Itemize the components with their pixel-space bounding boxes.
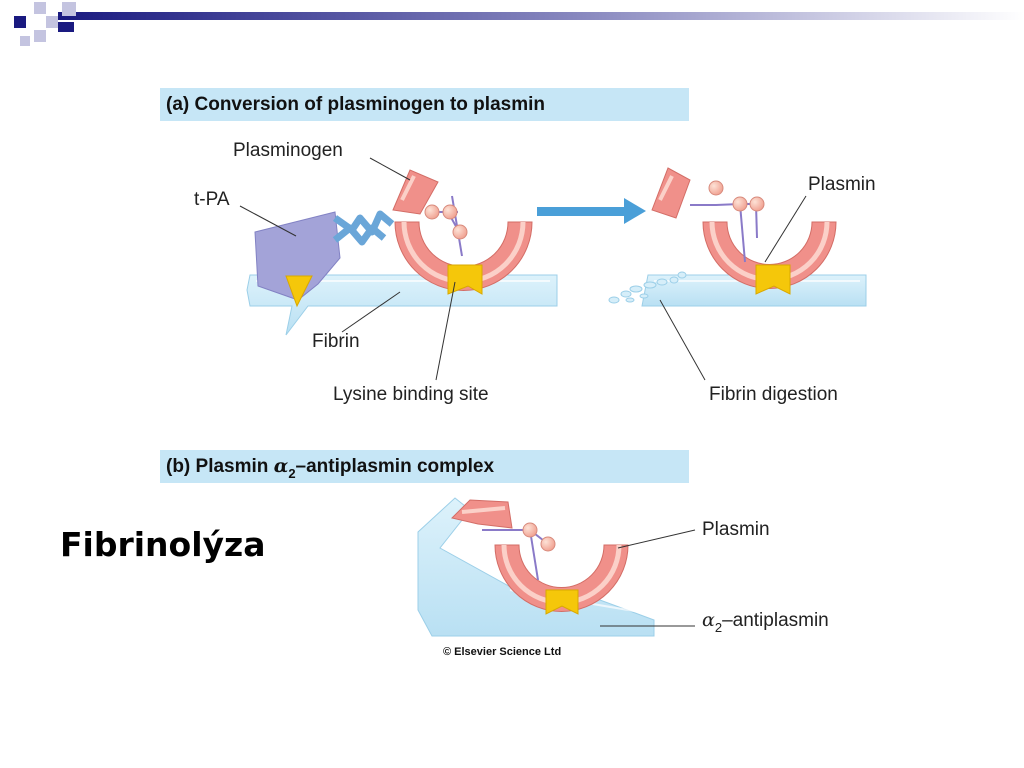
title-bar-decoration — [14, 2, 1024, 46]
fibrin-strip-right — [608, 271, 867, 307]
label-fibrin: Fibrin — [312, 331, 360, 352]
fibrin-digestion-leader — [659, 299, 706, 381]
plasmin-molecule-a — [651, 167, 837, 295]
label-antiplasmin-alpha: α — [702, 609, 715, 631]
leader-lines-b — [600, 529, 696, 627]
panel-b-header-alpha: α — [273, 455, 289, 477]
label-plasmin-b: Plasmin — [702, 519, 770, 540]
panel-b-header-suffix: –antiplasmin complex — [295, 456, 495, 477]
conversion-arrow — [537, 198, 646, 224]
plasminogen-leader — [369, 157, 411, 181]
title-bar-gradient — [58, 12, 1024, 20]
panel-b-header-subscript: 2 — [288, 466, 296, 481]
copyright-notice: © Elsevier Science Ltd — [443, 646, 562, 658]
label-antiplasmin-suffix: –antiplasmin — [722, 610, 829, 631]
tpa-leader — [239, 205, 297, 237]
panel-b-header-prefix: (b) Plasmin — [166, 456, 274, 477]
label-plasmin-a: Plasmin — [808, 174, 876, 195]
leader-lines-a — [239, 157, 807, 381]
fibrin-leader — [341, 291, 401, 333]
label-plasminogen: Plasminogen — [233, 140, 343, 161]
plasminogen-ring — [392, 169, 533, 295]
plasmin-molecule-b — [451, 499, 629, 615]
label-antiplasmin-subscript: 2 — [714, 620, 723, 635]
label-antiplasmin: α2–antiplasmin — [702, 609, 829, 635]
tpa-molecule — [254, 210, 395, 308]
label-lysine-binding-site: Lysine binding site — [333, 384, 489, 405]
lysine-leader — [435, 281, 456, 381]
panel-a-header: (a) Conversion of plasminogen to plasmin — [160, 88, 689, 121]
panel-b-header: (b) Plasmin α2–antiplasmin complex — [160, 450, 689, 483]
fibrin-fragments — [608, 271, 687, 304]
label-tpa: t-PA — [194, 189, 230, 210]
plasmin-b-leader — [617, 529, 696, 549]
slide-title: Fibrinolýza — [60, 525, 266, 564]
label-fibrin-digestion: Fibrin digestion — [709, 384, 838, 405]
plasmin-leader — [764, 195, 807, 263]
squares-logo — [14, 2, 76, 46]
